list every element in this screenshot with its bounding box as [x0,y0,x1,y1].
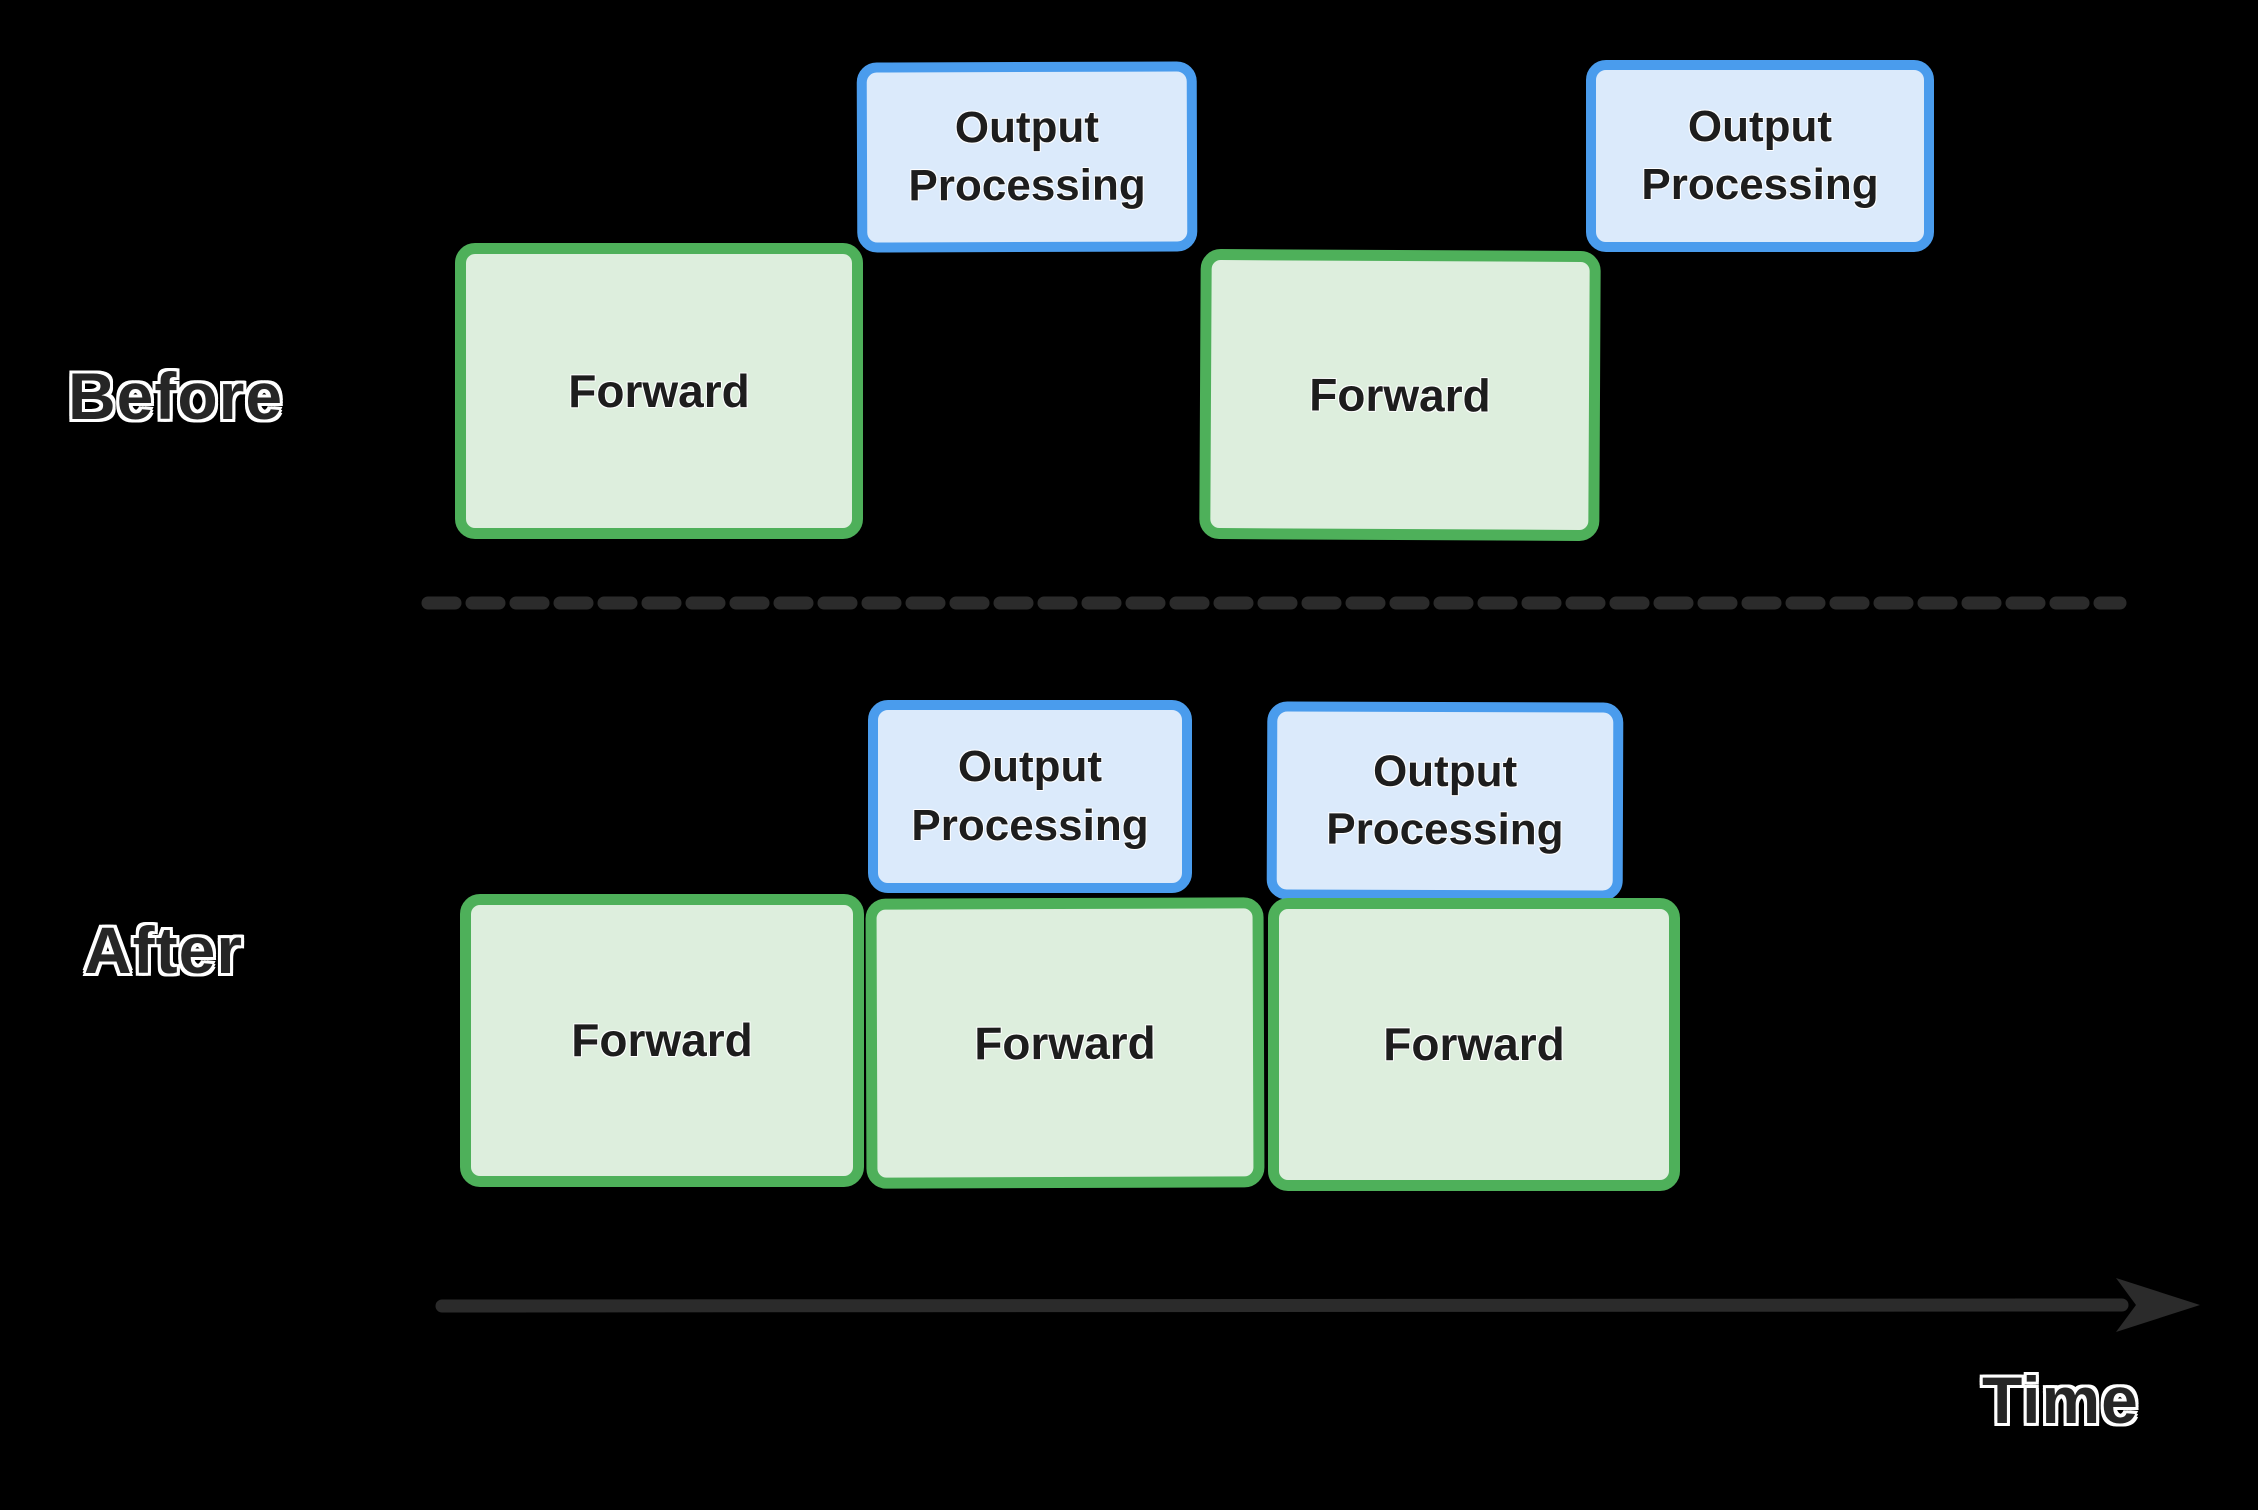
after-forward-box-3-label: Forward [1383,1018,1565,1071]
time-axis-label: Time [1982,1363,2139,1437]
time-axis-arrow [435,1278,2200,1332]
before-forward-box-1-label: Forward [568,364,750,417]
before-row-label: Before [68,359,284,433]
after-forward-box-2: Forward [865,897,1265,1189]
after-forward-box-3: Forward [1268,898,1680,1191]
after-forward-box-2-label: Forward [974,1016,1156,1069]
before-forward-box-1: Forward [455,243,863,539]
after-forward-box-1: Forward [460,894,864,1187]
after-row-label: After [84,913,244,987]
after-output-processing-box-1-label: Output Processing [911,742,1149,850]
after-forward-box-1-label: Forward [571,1014,753,1067]
before-output-processing-box-1-label: Output Processing [908,102,1146,211]
after-output-processing-box-2: Output Processing [1266,701,1624,901]
before-forward-box-2-label: Forward [1309,368,1491,422]
before-output-processing-box-1: Output Processing [856,61,1198,253]
before-output-processing-box-2: Output Processing [1586,60,1934,252]
after-output-processing-box-2-label: Output Processing [1326,746,1564,855]
after-output-processing-box-1: Output Processing [868,700,1192,893]
before-output-processing-box-2-label: Output Processing [1641,101,1879,209]
dashed-divider [421,596,2127,610]
before-forward-box-2: Forward [1199,248,1601,542]
